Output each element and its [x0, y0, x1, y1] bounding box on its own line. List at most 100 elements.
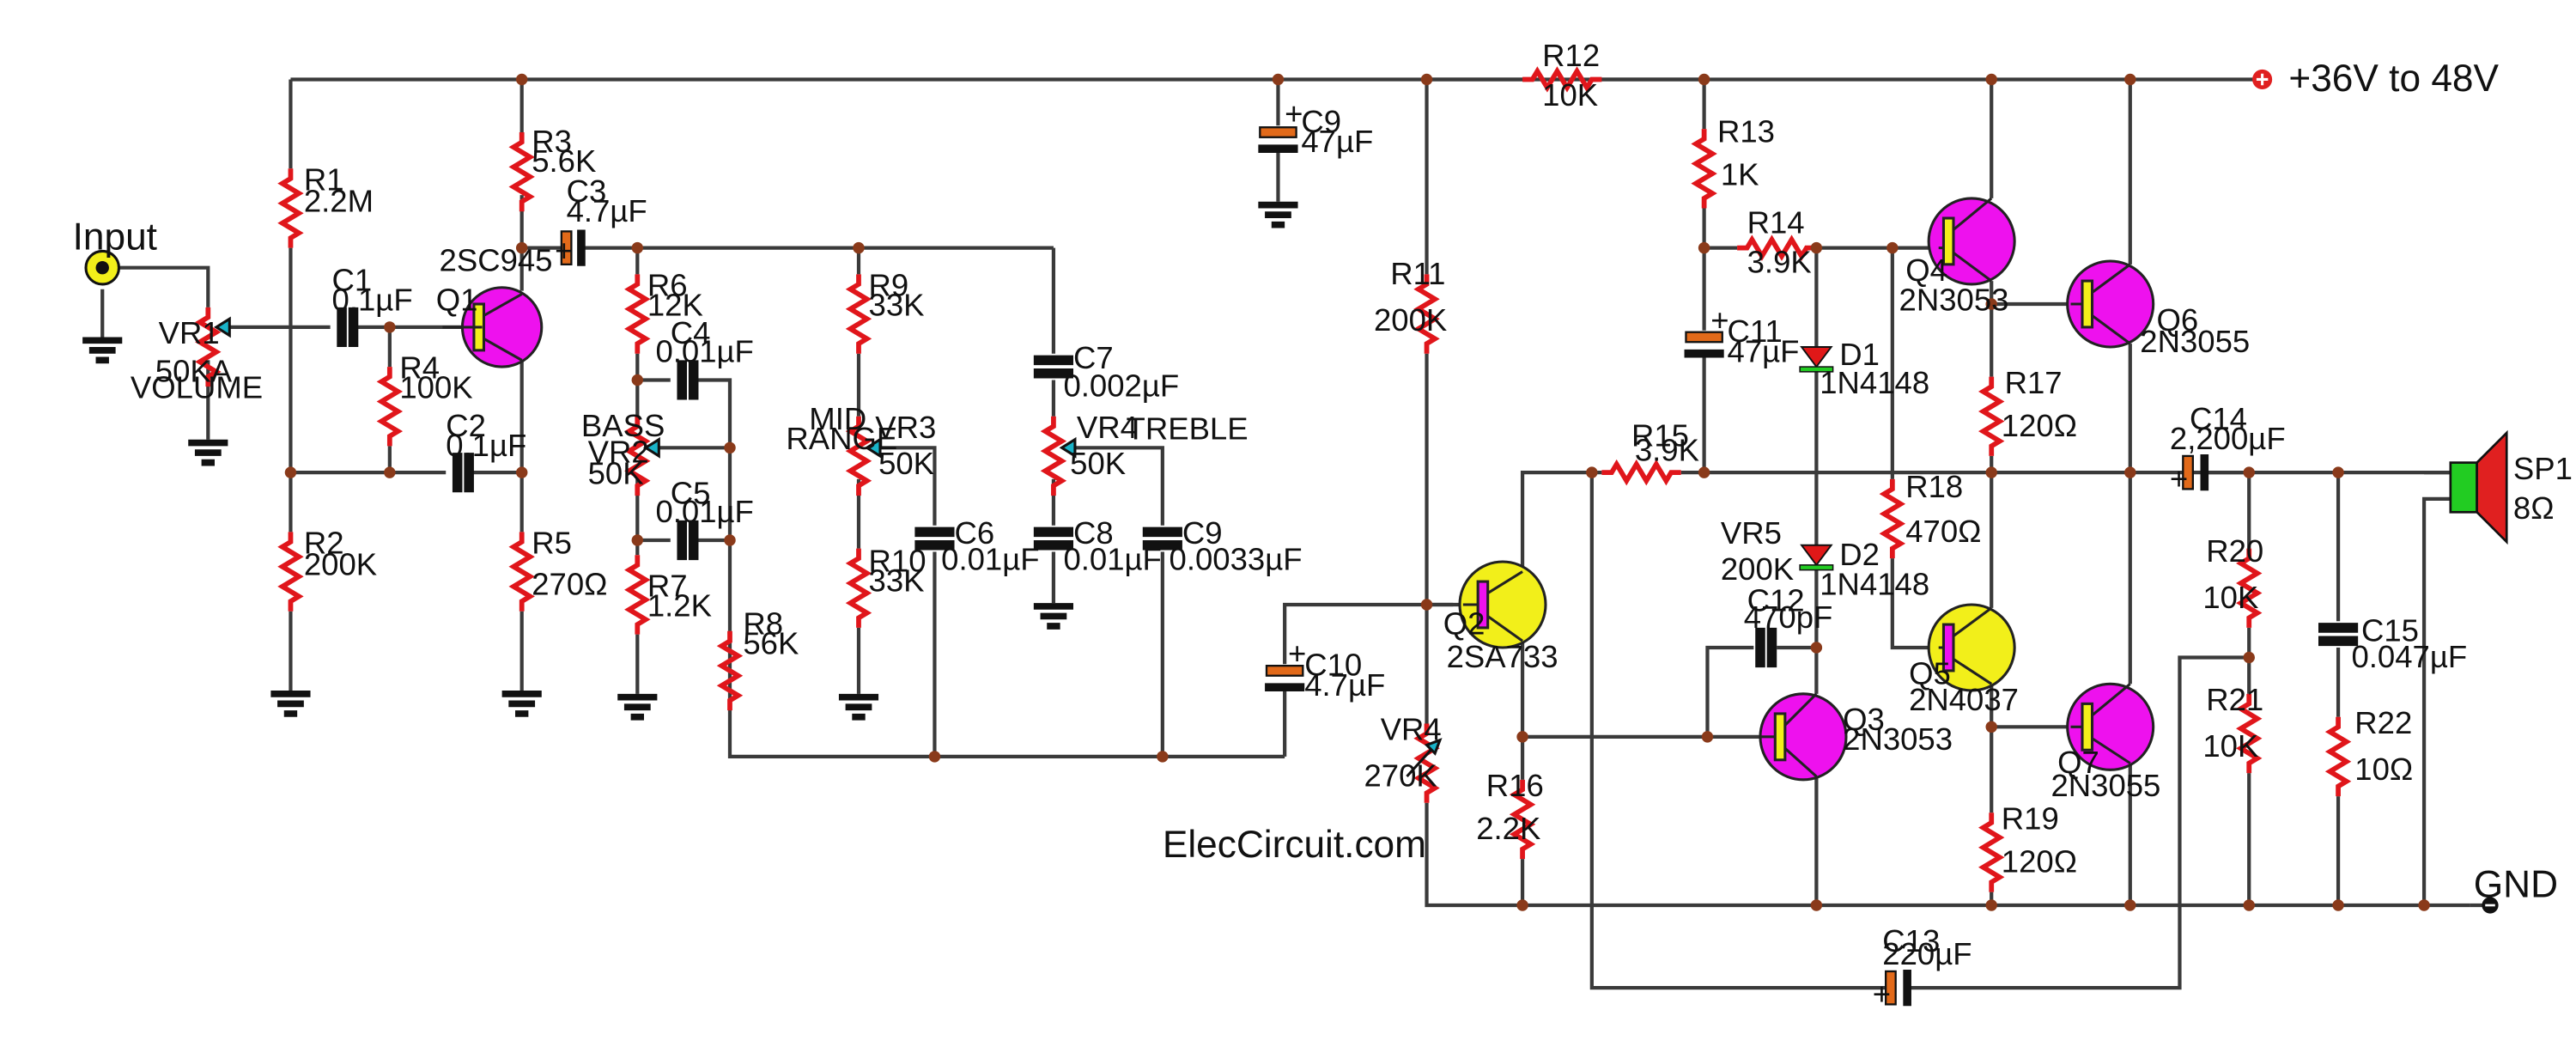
resistor-r22 — [2330, 717, 2346, 796]
ground-icon — [1033, 603, 1073, 630]
d1-ref: D1 — [1839, 337, 1880, 372]
c9-polarity: + — [1285, 95, 1303, 131]
c3-value: 4.7µF — [567, 193, 647, 228]
variable-arrow-head-icon — [1424, 738, 1443, 756]
r22-ref: R22 — [2354, 705, 2412, 740]
r7-value: 1.2K — [647, 587, 712, 623]
range-label: RANGE — [786, 421, 897, 456]
c10-polarity: + — [1288, 636, 1306, 671]
vr3-ref: VR3 — [875, 410, 936, 445]
r9-ref: R9 — [869, 267, 909, 302]
r16-value: 2.2K — [1476, 811, 1540, 846]
capacitor-c12 — [1755, 627, 1777, 668]
resistor-r1 — [283, 168, 299, 247]
r6-ref: R6 — [647, 267, 688, 302]
r20-value: 10K — [2202, 580, 2258, 615]
r17-ref: R17 — [2005, 365, 2063, 400]
c7-value: 0.002µF — [1063, 368, 1179, 404]
c14-polarity: + — [2170, 460, 2188, 496]
r3-value: 5.6K — [532, 143, 596, 179]
resistor-r10 — [850, 549, 866, 628]
c12-value: 470pF — [1744, 599, 1833, 635]
q2-ref: Q2 — [1443, 606, 1485, 642]
r21-ref: R21 — [2206, 682, 2263, 717]
potentiometer-vr4-treble — [1045, 417, 1061, 496]
q7-part: 2N3055 — [2050, 768, 2160, 803]
r1-ref: R1 — [304, 161, 344, 197]
vr4-treble-value: 50K — [1070, 446, 1126, 481]
c14-value: 2,200µF — [2170, 421, 2286, 456]
gnd-label: GND — [2474, 863, 2558, 905]
c6-value: 0.01µF — [941, 542, 1039, 577]
wiper-arrow-icon — [643, 436, 660, 459]
input-jack-icon[interactable] — [84, 249, 120, 286]
q5-ref: Q5 — [1909, 655, 1951, 691]
electrolytic-capacitors — [560, 126, 2209, 1007]
supply-terminal-icon — [2252, 69, 2273, 89]
q2-part: 2SA733 — [1447, 639, 1558, 674]
transistor-q3 — [1759, 692, 1848, 782]
c3-ref: C3 — [567, 173, 607, 209]
capacitor-c13 — [1885, 970, 1911, 1007]
transistor-q7 — [2066, 682, 2155, 771]
c1-ref: C1 — [332, 263, 373, 298]
r10-value: 33K — [869, 563, 925, 599]
c12-ref: C12 — [1747, 583, 1805, 618]
gnd-terminal-icon — [2470, 897, 2499, 914]
capacitor-c3 — [560, 229, 586, 266]
ground-icon — [617, 693, 658, 721]
r12-ref: R12 — [1542, 38, 1600, 73]
c2-ref: C2 — [446, 408, 486, 443]
r3-ref: R3 — [532, 124, 572, 159]
r11-ref: R11 — [1390, 256, 1445, 291]
r15-ref: R15 — [1631, 417, 1689, 453]
resistor-r19 — [1984, 813, 2000, 892]
c11-polarity: + — [1710, 302, 1728, 338]
r8-ref: R8 — [743, 606, 783, 642]
diode-d2 — [1799, 544, 1834, 571]
resistor-r5 — [513, 532, 530, 611]
r18-value: 470Ω — [1905, 514, 1981, 549]
capacitor-c2 — [452, 453, 474, 493]
transistor-q6 — [2066, 259, 2155, 349]
vr5-value: 200K — [1721, 551, 1794, 587]
r20-ref: R20 — [2206, 533, 2263, 569]
q6-ref: Q6 — [2157, 302, 2199, 338]
capacitor-c5 — [677, 520, 699, 561]
c14-ref: C14 — [2190, 401, 2247, 436]
c10-value: 4.7µF — [1304, 667, 1385, 703]
resistor-r7 — [629, 555, 646, 634]
resistor-r6 — [629, 274, 646, 353]
r6-value: 12K — [647, 287, 703, 322]
watermark: ElecCircuit.com — [1163, 824, 1426, 866]
capacitor-c4 — [677, 360, 699, 400]
d2-ref: D2 — [1839, 537, 1880, 572]
resistor-r9 — [850, 274, 866, 353]
c10-ref: C10 — [1304, 648, 1362, 683]
c7-ref: C7 — [1073, 340, 1114, 375]
c11-value: 47µF — [1728, 333, 1800, 368]
c8-ref: C8 — [1073, 515, 1114, 551]
vr4-bias-ref: VR4 — [1381, 712, 1442, 747]
capacitor-c11 — [1684, 331, 1724, 358]
r19-ref: R19 — [2002, 801, 2059, 837]
ground-icon — [82, 337, 123, 364]
c6-ref: C6 — [955, 515, 995, 551]
r5-ref: R5 — [532, 525, 572, 560]
r2-ref: R2 — [304, 525, 344, 560]
c9-supply-ref: C9 — [1301, 104, 1341, 139]
vr2-value: 50K — [588, 456, 644, 491]
c1-value: 0.1µF — [332, 283, 413, 318]
capacitor-c14 — [2182, 453, 2209, 491]
c2-value: 0.1µF — [446, 428, 526, 463]
capacitor-c1 — [337, 307, 359, 347]
c11-ref: C11 — [1728, 313, 1783, 349]
transistor-q5 — [1927, 603, 2016, 692]
r19-value: 120Ω — [2002, 844, 2077, 879]
q4-part: 2N3053 — [1899, 283, 2009, 318]
ground-symbols — [82, 201, 1298, 721]
q1-ref: Q1 — [436, 283, 478, 318]
capacitor-c9-treble — [1142, 526, 1182, 551]
c9-treble-ref: C9 — [1182, 515, 1223, 551]
c15-value: 0.047µF — [2351, 639, 2467, 674]
